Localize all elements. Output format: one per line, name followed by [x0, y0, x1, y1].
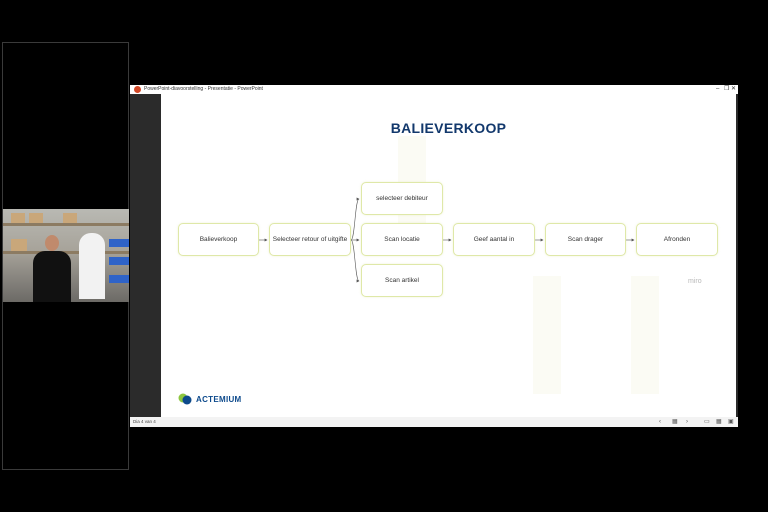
reading-view-icon[interactable]: ▣ [728, 419, 734, 425]
minimize-button[interactable]: – [716, 86, 720, 92]
powerpoint-window: PowerPoint-diavoorstelling - Presentatie… [130, 85, 738, 427]
presenter-body [33, 251, 71, 302]
shelf [3, 223, 129, 226]
box [63, 213, 77, 223]
slide-grid-icon[interactable]: ▦ [672, 419, 678, 425]
node-selecteer-debiteur: selecteer debiteur [361, 182, 443, 215]
slide-counter: Dia 4 van 4 [133, 419, 156, 424]
slide-title: BALIEVERKOOP [390, 120, 507, 136]
flow-connectors [259, 197, 635, 283]
close-button[interactable]: ✕ [731, 86, 737, 92]
bin [109, 257, 129, 265]
webcam-video-feed [3, 209, 129, 302]
actemium-logo-text: ACTEMIUM [196, 395, 242, 404]
bin [109, 239, 129, 247]
title-bar: PowerPoint-diavoorstelling - Presentatie… [130, 85, 738, 94]
actemium-logo-icon [178, 393, 192, 405]
node-scan-drager: Scan drager [545, 223, 626, 256]
normal-view-icon[interactable]: ▭ [704, 419, 710, 425]
box [11, 239, 27, 251]
node-afronden: Afronden [636, 223, 718, 256]
restore-button[interactable]: ❐ [724, 86, 730, 92]
node-scan-artikel: Scan artikel [361, 264, 443, 297]
background-shape [631, 276, 659, 394]
prev-slide-button[interactable]: ‹ [659, 419, 661, 425]
roll-up-banner [79, 233, 105, 299]
background-shape [533, 276, 561, 394]
miro-watermark: miro [688, 278, 702, 285]
next-slide-button[interactable]: › [686, 419, 688, 425]
bin [109, 275, 129, 283]
presenter-head [45, 235, 59, 251]
box [29, 213, 43, 223]
status-bar: Dia 4 van 4 ‹ ▦ › ▭ ▦ ▣ [130, 417, 738, 427]
node-selecteer-retour: Selecteer retour of uitgifte [269, 223, 351, 256]
window-title: PowerPoint-diavoorstelling - Presentatie… [144, 86, 263, 92]
node-scan-locatie: Scan locatie [361, 223, 443, 256]
powerpoint-app-icon [134, 86, 141, 93]
node-balieverkoop: Balieverkoop [178, 223, 259, 256]
node-geef-aantal: Geef aantal in [453, 223, 535, 256]
sorter-view-icon[interactable]: ▦ [716, 419, 722, 425]
box [11, 213, 25, 223]
slide-canvas: BALIEVERKOOP Balieverkoop Selecteer reto… [161, 94, 736, 417]
